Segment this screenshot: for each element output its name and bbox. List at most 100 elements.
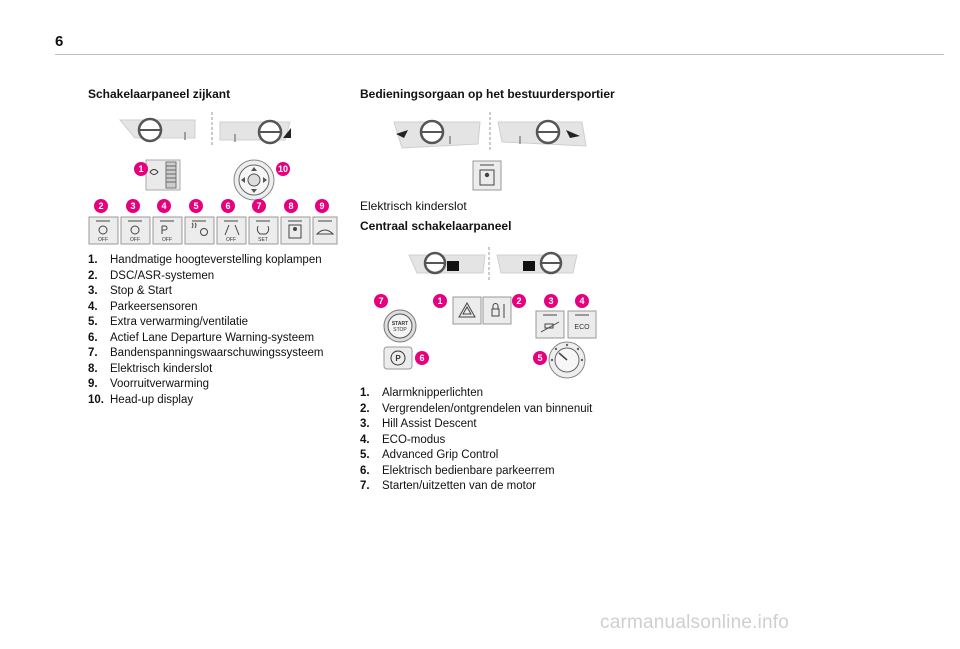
- svg-text:9: 9: [319, 201, 324, 211]
- svg-text:STOP: STOP: [393, 327, 407, 333]
- watermark: carmanualsonline.info: [600, 612, 790, 633]
- hill-descent-icon: [544, 323, 554, 329]
- svg-text:OFF: OFF: [130, 237, 140, 243]
- svg-text:2: 2: [98, 201, 103, 211]
- list-item: 4.Parkeersensoren: [88, 300, 198, 313]
- list-item: 3.Hill Assist Descent: [360, 418, 477, 430]
- list-item: 6.Elektrisch bedienbare parkeerrem: [360, 464, 555, 477]
- headlamp-switch-illustration: [145, 159, 181, 191]
- headlamp-icon: [149, 169, 159, 175]
- central-panel-legend: 1.Alarmknipperlichten 2.Vergrendelen/ont…: [360, 386, 592, 495]
- list-item: 6.Actief Lane Departure Warning-systeem: [88, 331, 315, 344]
- side-panel-legend: 1.Handmatige hoogteverstelling koplampen…: [88, 253, 324, 408]
- hazard-icon: [458, 301, 476, 318]
- lane-departure-icon: [224, 224, 240, 236]
- svg-text:ECO: ECO: [574, 324, 590, 331]
- aux-heating-button: [184, 216, 215, 245]
- svg-text:4: 4: [161, 201, 166, 211]
- badge-10: 10: [276, 162, 290, 176]
- badge-2: 2: [512, 294, 526, 308]
- badge-5: 5: [533, 351, 547, 365]
- svg-text:6: 6: [225, 201, 230, 211]
- parking-brake-icon: [390, 350, 406, 366]
- parking-sensor-icon: [161, 225, 168, 234]
- windscreen-heating-button: [312, 216, 338, 245]
- list-item: 2.Vergrendelen/ontgrendelen van binnenui…: [360, 402, 593, 415]
- grip-control-dial: [548, 341, 586, 379]
- badge-7: 7: [252, 199, 266, 213]
- lock-icon: [492, 303, 499, 309]
- central-dashboard-illustration: [408, 247, 578, 281]
- list-item: 7.Bandenspanningswaarschuwingssysteem: [88, 347, 324, 359]
- hazard-lock-switches: [452, 296, 512, 325]
- svg-text:8: 8: [288, 201, 293, 211]
- parking-brake-switch: P: [383, 346, 413, 370]
- svg-text:OFF: OFF: [226, 237, 236, 243]
- badge-4: 4: [157, 199, 171, 213]
- dashboard-illustration-left: [118, 112, 291, 146]
- badge-3: 3: [544, 294, 558, 308]
- child-lock-button: [280, 216, 311, 245]
- svg-text:5: 5: [537, 353, 542, 363]
- svg-text:3: 3: [130, 201, 135, 211]
- tyre-pressure-button: SET: [248, 216, 279, 245]
- svg-text:7: 7: [378, 296, 383, 306]
- badge-8: 8: [284, 199, 298, 213]
- svg-text:OFF: OFF: [98, 237, 108, 243]
- svg-text:5: 5: [193, 201, 198, 211]
- badge-3: 3: [126, 199, 140, 213]
- badge-6: 6: [221, 199, 235, 213]
- start-stop-button: START STOP: [383, 309, 417, 343]
- hazard-button: [452, 296, 482, 325]
- top-rule: [55, 54, 944, 55]
- door-illustration: [393, 112, 587, 150]
- door-caption: Elektrisch kinderslot: [360, 199, 467, 213]
- badge-9: 9: [315, 199, 329, 213]
- svg-text:P: P: [395, 354, 401, 363]
- head-up-display-controller: [233, 159, 275, 201]
- list-item: 2.DSC/ASR-systemen: [88, 269, 215, 282]
- svg-text:10: 10: [278, 164, 288, 174]
- central-lock-button: [482, 296, 512, 325]
- svg-text:6: 6: [419, 353, 424, 363]
- svg-text:OFF: OFF: [162, 237, 172, 243]
- list-item: 1.Handmatige hoogteverstelling koplampen: [88, 254, 322, 266]
- svg-text:1: 1: [138, 164, 143, 174]
- door-control-heading: Bedieningsorgaan op het bestuurdersporti…: [360, 87, 615, 101]
- list-item: 8.Elektrisch kinderslot: [88, 362, 213, 375]
- badge-5: 5: [189, 199, 203, 213]
- door-child-lock-button: [472, 160, 502, 191]
- svg-text:3: 3: [548, 296, 553, 306]
- side-panel-heading: Schakelaarpaneel zijkant: [88, 87, 231, 101]
- child-lock-icon: [293, 227, 297, 231]
- dsc-off-button: OFF: [88, 216, 119, 245]
- child-lock-icon: [484, 172, 490, 178]
- badge-1: 1: [134, 162, 148, 176]
- svg-text:2: 2: [516, 296, 521, 306]
- page-number: 6: [55, 33, 64, 50]
- list-item: 5.Extra verwarming/ventilatie: [88, 316, 249, 328]
- badge-6: 6: [415, 351, 429, 365]
- list-item: 9.Voorruitverwarming: [88, 378, 210, 390]
- svg-text:START: START: [392, 321, 408, 327]
- list-item: 10.Head-up display: [88, 393, 194, 406]
- list-item: 4.ECO-modus: [360, 433, 446, 446]
- svg-text:SET: SET: [258, 237, 268, 243]
- stop-start-button: OFF: [120, 216, 151, 245]
- svg-text:7: 7: [256, 201, 261, 211]
- svg-text:4: 4: [579, 296, 584, 306]
- tyre-pressure-icon: [256, 225, 270, 235]
- windscreen-heating-icon: [315, 229, 335, 235]
- badge-4: 4: [575, 294, 589, 308]
- hadc-eco-switches: ECO: [535, 310, 597, 339]
- list-item: 1.Alarmknipperlichten: [360, 387, 483, 399]
- central-panel-heading: Centraal schakelaarpaneel: [360, 219, 512, 233]
- side-switch-row: OFF OFF OFF OFF SET: [88, 216, 338, 245]
- list-item: 5.Advanced Grip Control: [360, 449, 499, 461]
- dsc-icon: [98, 225, 108, 235]
- badge-2: 2: [94, 199, 108, 213]
- svg-text:1: 1: [437, 296, 442, 306]
- heating-clock-icon: [200, 228, 208, 236]
- list-item: 7.Starten/uitzetten van de motor: [360, 480, 537, 492]
